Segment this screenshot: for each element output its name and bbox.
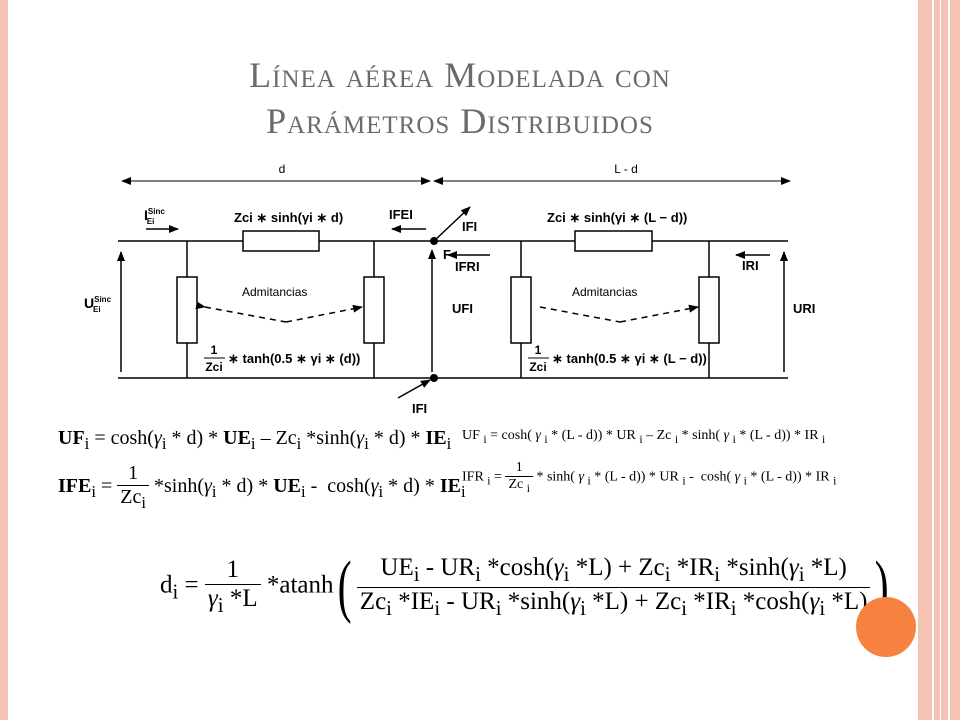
current-arrow-if-bottom [397, 379, 431, 399]
current-label-if-bottom: IFI [412, 401, 427, 416]
admittance-label-left: Admitancias [242, 285, 307, 299]
svg-text:∗ tanh(0.5 ∗ γi ∗ (d)): ∗ tanh(0.5 ∗ γi ∗ (d)) [228, 351, 360, 366]
fault-node-bottom [430, 374, 438, 382]
svg-text:∗ tanh(0.5 ∗ γi ∗ (L − d)): ∗ tanh(0.5 ∗ γi ∗ (L − d)) [552, 351, 707, 366]
shunt-admittances [176, 276, 720, 344]
svg-text:1: 1 [211, 343, 218, 357]
current-label-ife: IFEI [389, 207, 413, 222]
admittance-dashed-links [195, 301, 699, 323]
fault-point-label: F [443, 247, 451, 262]
tanh-formula-left: 1 Zci ∗ tanh(0.5 ∗ γi ∗ (d)) [204, 343, 360, 374]
slide-title: Línea aérea Modelada con Parámetros Dist… [60, 52, 860, 144]
impedance-label-left: Zci ∗ sinh(γi ∗ d) [234, 210, 343, 225]
current-label-if-top: IFI [462, 219, 477, 234]
accent-circle [856, 597, 916, 657]
equation-uf-right: UF i = cosh( γ i * (L - d)) * UR i – Zc … [462, 428, 826, 446]
svg-text:Zci: Zci [205, 360, 222, 374]
impedance-left [242, 230, 320, 252]
current-label-ifr: IFRI [455, 259, 480, 274]
dimension-label-ld: L - d [614, 162, 638, 176]
equation-uf-left: UFi = cosh(γi * d) * UEi – Zci *sinh(γi … [58, 427, 452, 453]
slide-frame-right [918, 0, 960, 720]
dimension-label-d: d [279, 162, 286, 176]
title-line-1: Línea aérea Modelada con [249, 55, 671, 95]
current-arrow-if-top [433, 206, 471, 242]
svg-text:1: 1 [535, 343, 542, 357]
fault-node-top [430, 237, 438, 245]
voltage-label-uf: UFI [452, 301, 473, 316]
title-line-2: Parámetros Distribuidos [266, 101, 654, 141]
voltage-label-ur: URI [793, 301, 815, 316]
admittance-label-right: Admitancias [572, 285, 637, 299]
tanh-formula-right: 1 Zci ∗ tanh(0.5 ∗ γi ∗ (L − d)) [528, 343, 707, 374]
impedance-label-right: Zci ∗ sinh(γi ∗ (L − d)) [547, 210, 687, 225]
impedance-right [574, 230, 653, 252]
circuit-wires [118, 240, 788, 379]
svg-text:Zci: Zci [529, 360, 546, 374]
slide-frame-left [0, 0, 8, 720]
current-label-ir: IRI [742, 258, 759, 273]
